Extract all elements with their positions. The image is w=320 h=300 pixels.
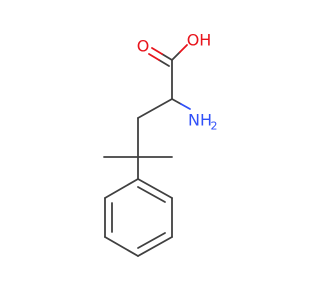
atom-nitrogen-amino: NH [188,111,212,130]
alpha-amino-bond [171,98,191,110]
atom-oxygen-hydroxyl: OH [187,31,212,50]
carboxyl-oh-bond [171,44,188,61]
atom-nitrogen-subscript: 2 [211,120,218,133]
carbonyl-double-bond [148,47,173,67]
phenyl-ring [104,178,173,257]
molecule-structure: O OH NH 2 [103,31,218,257]
alpha-methylene-bond [137,98,173,119]
atom-oxygen-carbonyl: O [137,37,150,56]
